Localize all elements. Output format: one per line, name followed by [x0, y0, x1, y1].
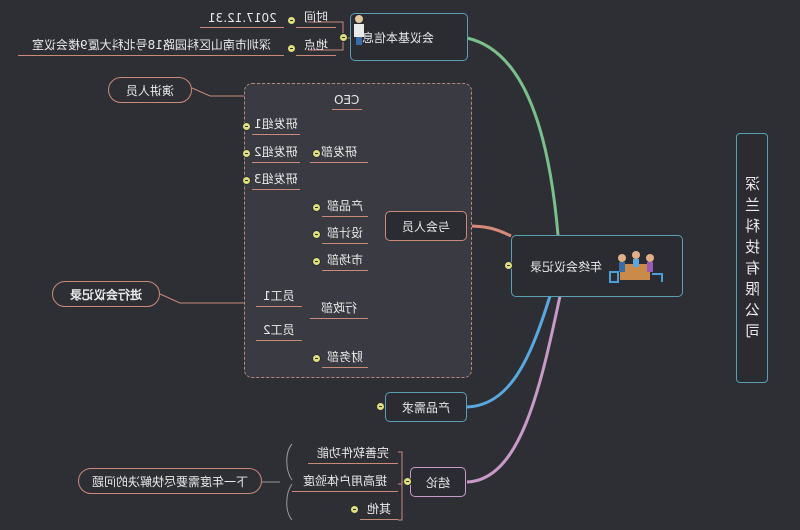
rd-group-2[interactable]: 研发组2 — [252, 143, 300, 163]
company-title-char: 深 — [743, 175, 760, 193]
ceo-node[interactable]: CEO — [332, 90, 362, 110]
rd-dept-toggle[interactable] — [312, 149, 321, 158]
admin-dept-node[interactable]: 行政部 — [310, 299, 368, 319]
meeting-info-node[interactable]: 会议基本信息 — [350, 13, 468, 61]
problems-callout[interactable]: 下一年度需要尽快解决的问题 — [78, 468, 262, 494]
center-topic[interactable]: 年终会议记录 — [511, 235, 683, 297]
meeting-info-label: 会议基本信息 — [361, 30, 434, 45]
staff-2[interactable]: 员工2 — [256, 321, 302, 341]
time-label[interactable]: 时间 — [296, 8, 336, 28]
marketing-dept-toggle[interactable] — [312, 257, 321, 266]
product-dept-toggle[interactable] — [312, 203, 321, 212]
conclusion-toggle[interactable] — [403, 477, 412, 486]
speaker-callout[interactable]: 演讲人员 — [108, 77, 192, 103]
company-title-char: 技 — [743, 238, 760, 256]
presenter-icon — [354, 15, 456, 53]
rd-group-3-toggle[interactable] — [242, 176, 251, 185]
place-label[interactable]: 地点 — [296, 36, 336, 56]
place-toggle[interactable] — [287, 44, 296, 53]
conclusion-item-3[interactable]: 其他 — [360, 498, 398, 520]
place-value[interactable]: 深圳市南山区科园路18号北科大厦9楼会议室 — [18, 36, 284, 56]
conclusion-node[interactable]: 结论 — [410, 467, 466, 497]
company-title[interactable]: 深 兰 科 技 有 限 公 司 — [736, 133, 768, 383]
company-title-char: 司 — [743, 322, 760, 340]
company-title-char: 公 — [743, 301, 760, 319]
minutes-callout[interactable]: 进行会议记录 — [52, 281, 160, 307]
finance-dept-toggle[interactable] — [312, 354, 321, 363]
rd-group-1[interactable]: 研发组1 — [252, 115, 300, 135]
design-dept-node[interactable]: 设计部 — [322, 224, 368, 244]
time-value[interactable]: 2017.12.31 — [200, 8, 284, 28]
conclusion-item-2[interactable]: 提高用户体验度 — [292, 470, 398, 492]
rd-dept-node[interactable]: 研发部 — [310, 143, 368, 163]
rd-group-1-toggle[interactable] — [242, 122, 251, 131]
conclusion-item-3-toggle[interactable] — [350, 505, 359, 514]
company-title-char: 有 — [743, 259, 760, 277]
company-title-char: 兰 — [743, 196, 760, 214]
product-dept-node[interactable]: 产品部 — [322, 197, 368, 217]
staff-1[interactable]: 员工1 — [256, 287, 302, 307]
product-needs-toggle[interactable] — [376, 402, 385, 411]
center-collapse-toggle[interactable] — [504, 261, 513, 270]
product-needs-node[interactable]: 产品需求 — [385, 392, 467, 422]
company-title-char: 限 — [743, 280, 760, 298]
meeting-illustration-icon — [608, 246, 664, 286]
center-topic-label: 年终会议记录 — [529, 259, 602, 274]
conclusion-item-1[interactable]: 完善软件功能 — [308, 442, 398, 464]
time-toggle[interactable] — [287, 16, 296, 25]
finance-dept-node[interactable]: 财务部 — [322, 348, 368, 368]
meeting-info-toggle[interactable] — [339, 33, 348, 42]
company-title-char: 科 — [743, 217, 760, 235]
marketing-dept-node[interactable]: 市场部 — [322, 251, 368, 271]
attendees-node[interactable]: 与会人员 — [385, 211, 467, 241]
rd-group-2-toggle[interactable] — [242, 149, 251, 158]
rd-group-3[interactable]: 研发组3 — [252, 170, 300, 190]
design-dept-toggle[interactable] — [312, 230, 321, 239]
